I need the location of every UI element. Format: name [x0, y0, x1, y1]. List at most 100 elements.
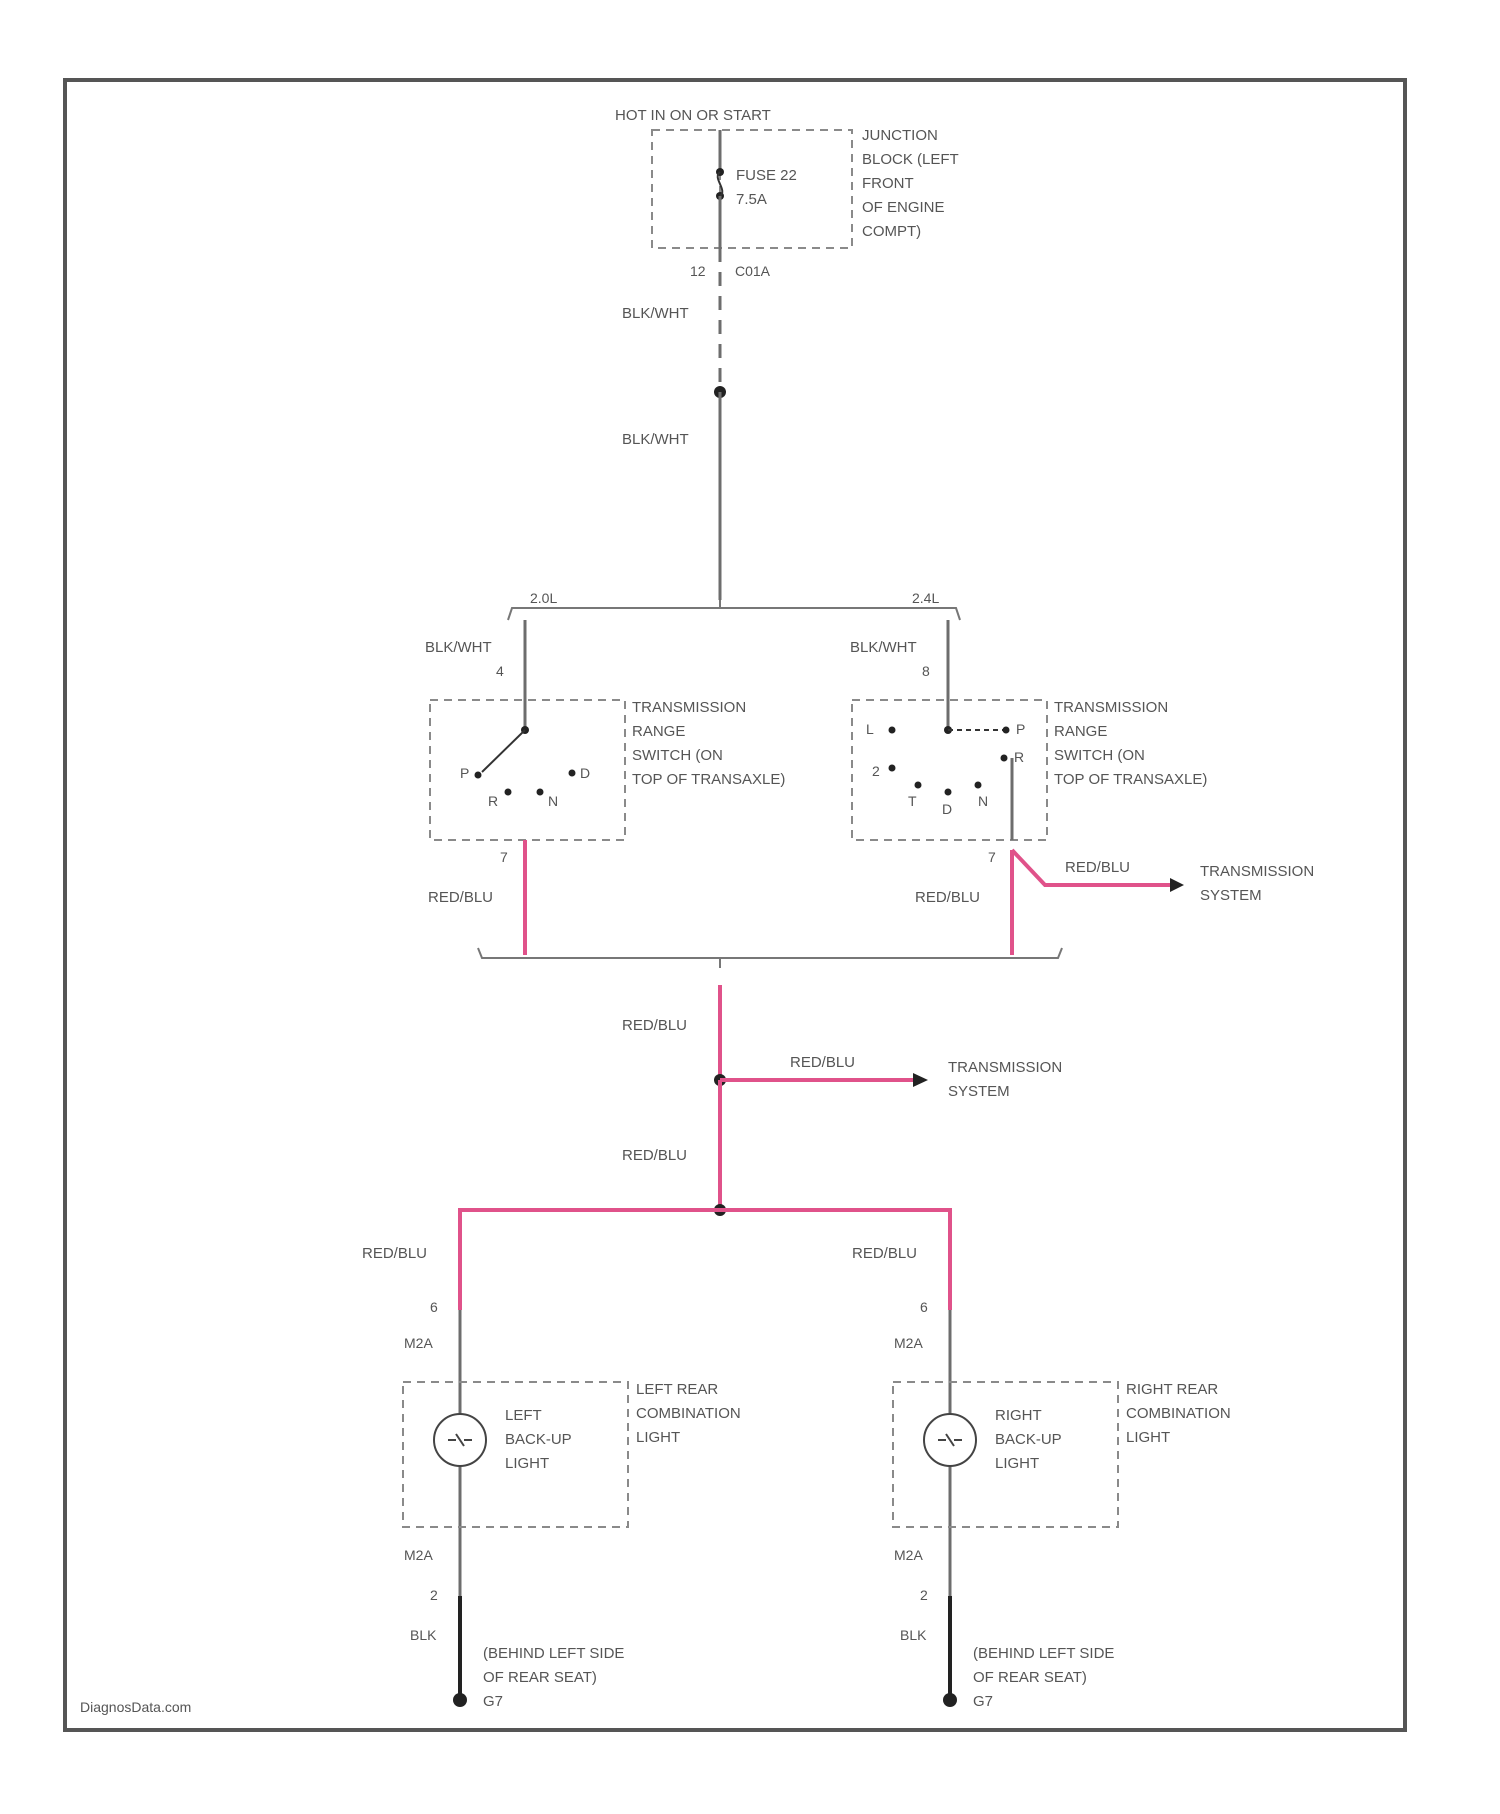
svg-text:RANGE: RANGE — [1054, 723, 1107, 740]
svg-text:BACK-UP: BACK-UP — [995, 1431, 1062, 1448]
trs-right-out-label: RED/BLU — [915, 889, 980, 906]
svg-text:TRANSMISSION: TRANSMISSION — [1054, 699, 1168, 716]
svg-text:TRANSMISSION: TRANSMISSION — [948, 1059, 1062, 1076]
trs-right-pos-2: 2 — [872, 763, 880, 779]
feed-wire-label-1: BLK/WHT — [622, 305, 689, 322]
junction-block-box — [652, 130, 852, 248]
variant-left-label: 2.0L — [530, 590, 557, 606]
svg-text:SYSTEM: SYSTEM — [1200, 887, 1262, 904]
trs-right-pos-n: N — [978, 793, 988, 809]
svg-text:LIGHT: LIGHT — [995, 1455, 1039, 1472]
common-feed-label-1: RED/BLU — [622, 1017, 687, 1034]
svg-text:OF REAR SEAT): OF REAR SEAT) — [483, 1669, 597, 1686]
svg-text:BACK-UP: BACK-UP — [505, 1431, 572, 1448]
diagram-frame — [65, 80, 1405, 1730]
right-light-pin-top: 6 — [920, 1299, 928, 1315]
svg-text:SYSTEM: SYSTEM — [948, 1083, 1010, 1100]
fuse-rating: 7.5A — [736, 191, 767, 208]
trs-right-wire-label: BLK/WHT — [850, 639, 917, 656]
trs-right-label: TRANSMISSION RANGE SWITCH (ON TOP OF TRA… — [1054, 699, 1207, 788]
trs-left-pin-in: 4 — [496, 663, 504, 679]
trs-right-pos-t: T — [908, 793, 917, 809]
arrow-to-trans-system-1 — [1170, 878, 1184, 892]
svg-text:(BEHIND LEFT SIDE: (BEHIND LEFT SIDE — [973, 1645, 1114, 1662]
arrow-to-trans-system-2 — [913, 1073, 928, 1087]
trs-left-pos-n: N — [548, 793, 558, 809]
trs-left-pos-p: P — [460, 765, 469, 781]
trs-left-blade — [482, 730, 525, 772]
trs-right-pos-r: R — [1014, 749, 1024, 765]
left-ground-wire-label: BLK — [410, 1627, 437, 1643]
svg-text:LIGHT: LIGHT — [505, 1455, 549, 1472]
right-ground-icon — [943, 1693, 957, 1707]
svg-text:(BEHIND LEFT SIDE: (BEHIND LEFT SIDE — [483, 1645, 624, 1662]
svg-text:LIGHT: LIGHT — [1126, 1429, 1170, 1446]
right-light-feed-label: RED/BLU — [852, 1245, 917, 1262]
svg-text:G7: G7 — [483, 1693, 503, 1710]
left-ground-icon — [453, 1693, 467, 1707]
svg-text:SWITCH (ON: SWITCH (ON — [632, 747, 723, 764]
feed-wire-label-2: BLK/WHT — [622, 431, 689, 448]
svg-text:RIGHT REAR: RIGHT REAR — [1126, 1381, 1218, 1398]
right-ground-wire-label: BLK — [900, 1627, 927, 1643]
svg-text:OF ENGINE: OF ENGINE — [862, 199, 945, 216]
trs-left-pos-r: R — [488, 793, 498, 809]
junction-block-label: JUNCTION BLOCK (LEFT FRONT OF ENGINE COM… — [862, 127, 959, 240]
trs-left-pos-d: D — [580, 765, 590, 781]
right-light-connector-bottom: M2A — [894, 1547, 923, 1563]
svg-text:LIGHT: LIGHT — [636, 1429, 680, 1446]
right-bulb-label: RIGHT BACK-UP LIGHT — [995, 1407, 1062, 1472]
right-ground-label: (BEHIND LEFT SIDE OF REAR SEAT) G7 — [973, 1645, 1114, 1710]
svg-text:TOP OF TRANSAXLE): TOP OF TRANSAXLE) — [632, 771, 785, 788]
trs-left-wire-label: BLK/WHT — [425, 639, 492, 656]
fuse-name: FUSE 22 — [736, 167, 797, 184]
left-light-connector-bottom: M2A — [404, 1547, 433, 1563]
power-source-label: HOT IN ON OR START — [615, 107, 771, 124]
trs-right-pin-in: 8 — [922, 663, 930, 679]
trans-system-2-label: TRANSMISSION SYSTEM — [948, 1059, 1062, 1100]
svg-text:COMBINATION: COMBINATION — [636, 1405, 741, 1422]
trs-left-label: TRANSMISSION RANGE SWITCH (ON TOP OF TRA… — [632, 699, 785, 788]
left-assembly-label: LEFT REAR COMBINATION LIGHT — [636, 1381, 741, 1446]
variant-right-label: 2.4L — [912, 590, 939, 606]
trs-right-pos-p: P — [1016, 721, 1025, 737]
svg-text:SWITCH (ON: SWITCH (ON — [1054, 747, 1145, 764]
svg-text:BLOCK (LEFT: BLOCK (LEFT — [862, 151, 959, 168]
right-light-pin-bottom: 2 — [920, 1587, 928, 1603]
svg-text:OF REAR SEAT): OF REAR SEAT) — [973, 1669, 1087, 1686]
svg-text:LEFT REAR: LEFT REAR — [636, 1381, 718, 1398]
svg-text:RANGE: RANGE — [632, 723, 685, 740]
fuse-connector-id: C01A — [735, 263, 771, 279]
left-light-pin-bottom: 2 — [430, 1587, 438, 1603]
variant-bracket-bottom — [478, 948, 1062, 968]
trs-left-out-label: RED/BLU — [428, 889, 493, 906]
trans-system-1-label: TRANSMISSION SYSTEM — [1200, 863, 1314, 904]
left-bulb-label: LEFT BACK-UP LIGHT — [505, 1407, 572, 1472]
left-light-feed-label: RED/BLU — [362, 1245, 427, 1262]
trs-right-pos-d: D — [942, 801, 952, 817]
right-assembly-label: RIGHT REAR COMBINATION LIGHT — [1126, 1381, 1231, 1446]
trs-right-pin-out: 7 — [988, 849, 996, 865]
svg-text:TRANSMISSION: TRANSMISSION — [1200, 863, 1314, 880]
fuse-connector-pin: 12 — [690, 263, 706, 279]
trans-system-2-wire-label: RED/BLU — [790, 1054, 855, 1071]
trs-right-branch-label: RED/BLU — [1065, 859, 1130, 876]
variant-bracket-top — [508, 600, 960, 620]
right-light-connector-top: M2A — [894, 1335, 923, 1351]
svg-text:LEFT: LEFT — [505, 1407, 542, 1424]
left-light-pin-top: 6 — [430, 1299, 438, 1315]
trs-right-pos-l: L — [866, 721, 874, 737]
left-light-feed — [460, 1210, 720, 1310]
trs-left-pin-out: 7 — [500, 849, 508, 865]
svg-text:RIGHT: RIGHT — [995, 1407, 1042, 1424]
watermark: DiagnosData.com — [80, 1699, 191, 1715]
svg-text:JUNCTION: JUNCTION — [862, 127, 938, 144]
svg-text:COMBINATION: COMBINATION — [1126, 1405, 1231, 1422]
svg-text:G7: G7 — [973, 1693, 993, 1710]
svg-text:COMPT): COMPT) — [862, 223, 921, 240]
svg-text:TOP OF TRANSAXLE): TOP OF TRANSAXLE) — [1054, 771, 1207, 788]
left-ground-label: (BEHIND LEFT SIDE OF REAR SEAT) G7 — [483, 1645, 624, 1710]
left-light-connector-top: M2A — [404, 1335, 433, 1351]
svg-text:FRONT: FRONT — [862, 175, 914, 192]
